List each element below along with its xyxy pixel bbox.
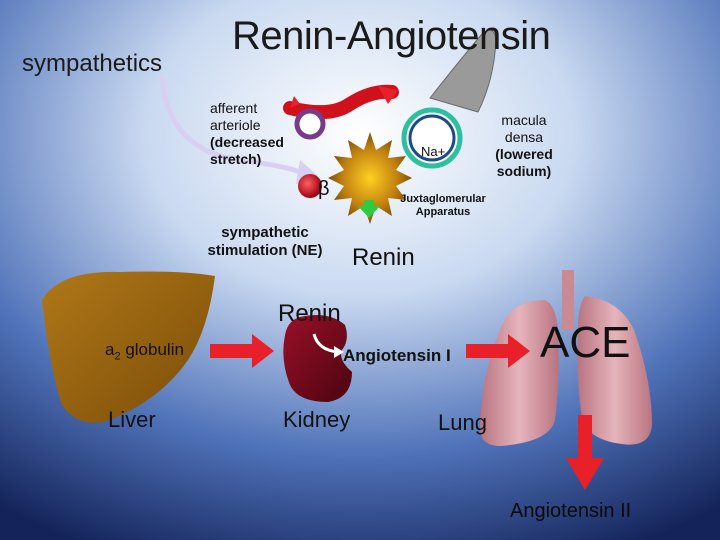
trachea	[562, 270, 574, 330]
macula-densa-label: macula densa (lowered sodium)	[484, 112, 564, 180]
jga-label: Juxtaglomerular Apparatus	[396, 193, 490, 219]
globulin-subscript: 2	[114, 350, 121, 363]
renin-label-lower: Renin	[278, 300, 341, 327]
afferent-line-4: stretch)	[210, 151, 262, 167]
arrow-lung-to-ang2	[566, 415, 604, 490]
sympathetics-label: sympathetics	[22, 50, 163, 77]
angiotensin-2-label: Angiotensin II	[510, 500, 632, 522]
afferent-arteriole-label: afferent arteriole (decreased stretch)	[210, 100, 310, 168]
green-arrow-shaft	[364, 200, 374, 208]
ace-label: ACE	[540, 318, 631, 367]
liver-label: Liver	[108, 407, 156, 432]
beta-label: β	[318, 178, 330, 200]
jga-line-1: Juxtaglomerular	[400, 193, 486, 205]
lung-label: Lung	[438, 410, 487, 435]
globulin-suffix: globulin	[120, 340, 184, 359]
stimulation-label: sympathetic stimulation (NE)	[190, 224, 340, 260]
globulin-label: a2 globulin	[105, 340, 184, 362]
arrow-ang1-to-ace	[466, 334, 530, 368]
renin-label-upper: Renin	[352, 244, 415, 271]
macula-line-3: (lowered	[495, 146, 553, 162]
beta-receptor	[298, 174, 322, 198]
kidney-label: Kidney	[283, 407, 351, 432]
macula-line-2: densa	[504, 129, 544, 145]
sympathetic-nerve-path	[159, 77, 301, 175]
sodium-label: Na+	[421, 144, 446, 159]
liver-shape	[42, 271, 215, 423]
page-title: Renin-Angiotensin	[232, 14, 551, 58]
afferent-line-1: afferent	[210, 100, 258, 116]
arteriole-tip	[378, 86, 398, 104]
afferent-line-2: arteriole	[210, 117, 261, 133]
stimulation-line-1: sympathetic	[221, 224, 309, 241]
lung-right	[577, 296, 652, 445]
jga-star	[328, 132, 412, 224]
jga-line-2: Apparatus	[415, 206, 471, 218]
stimulation-line-2: stimulation (NE)	[207, 242, 323, 259]
green-arrow-head	[358, 206, 380, 218]
arteriole-ring	[294, 108, 326, 140]
afferent-line-3: (decreased	[210, 134, 284, 150]
globulin-prefix: a	[105, 340, 115, 359]
distal-tubule	[429, 29, 497, 113]
macula-line-1: macula	[501, 112, 547, 128]
lung-left	[480, 300, 559, 446]
angiotensin-1-label: Angiotensin I	[343, 346, 451, 365]
macula-line-4: sodium)	[496, 163, 552, 179]
kidney-shape	[283, 315, 352, 402]
arrow-globulin-to-kidney	[210, 334, 274, 368]
